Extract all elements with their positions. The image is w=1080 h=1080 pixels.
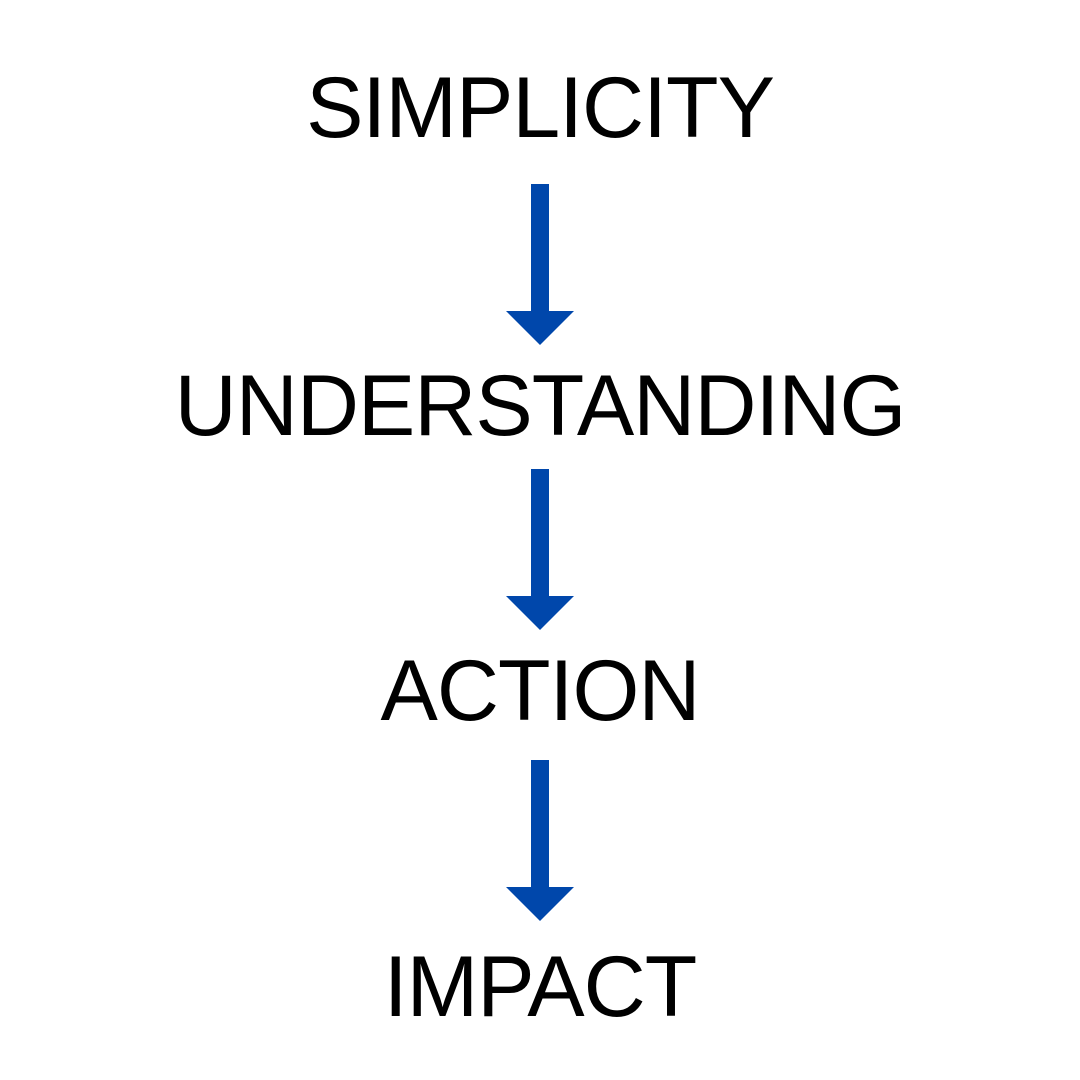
arrow-shaft (531, 469, 549, 597)
step-understanding: UNDERSTANDING (174, 358, 907, 454)
step-simplicity: SIMPLICITY (306, 60, 775, 156)
down-arrow-icon (506, 760, 574, 921)
arrow-shaft (531, 760, 549, 888)
step-action: ACTION (380, 643, 701, 739)
arrow-head (506, 596, 574, 630)
arrow-shaft (531, 184, 549, 312)
arrow-head (506, 887, 574, 921)
arrow-head (506, 311, 574, 345)
down-arrow-icon (506, 184, 574, 345)
down-arrow-icon (506, 469, 574, 630)
step-impact: IMPACT (383, 939, 698, 1035)
